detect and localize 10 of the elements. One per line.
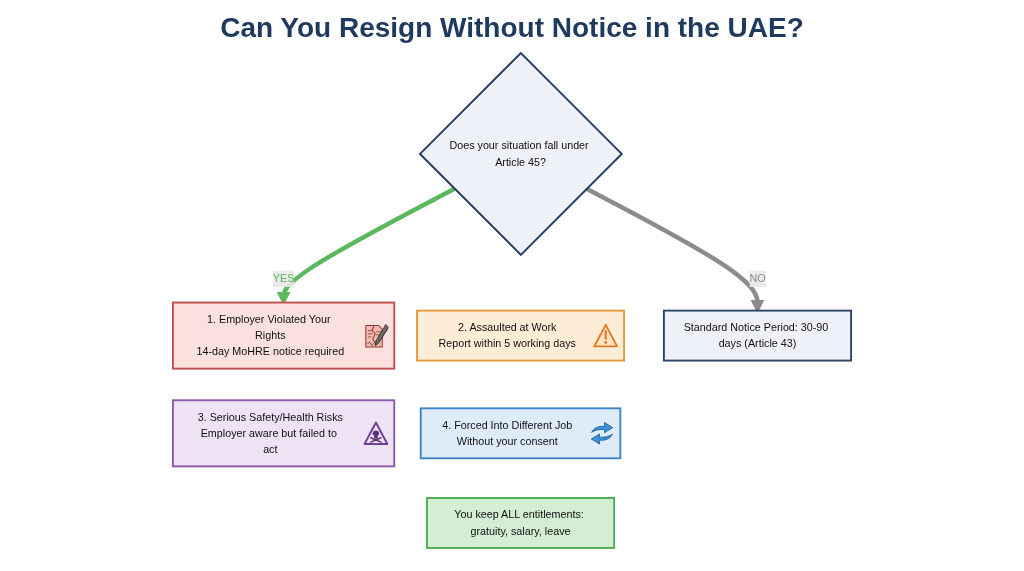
title: Can You Resign Without Notice in the UAE? [220,12,804,44]
node-box: You keep ALL entitlements: gratuity, salary, leave [426,497,616,549]
node-box: 1. Employer Violated Your Rights 14-day MoHRE notice required [171,301,396,370]
edge-label: NO [749,272,766,285]
node-box: 3. Serious Safety/Health Risks Employer aware but failed to act [171,399,396,468]
node-diamond: Does your situation fall under Article 45? [418,51,624,257]
edge-label: YES [272,272,295,285]
node-box: 4. Forced Into Different Job Without your consent [419,407,622,460]
node-box: Standard Notice Period: 30-90 days (Article 43) [662,309,853,362]
node-box: 2. Assaulted at Work Report within 5 working days [416,309,625,362]
